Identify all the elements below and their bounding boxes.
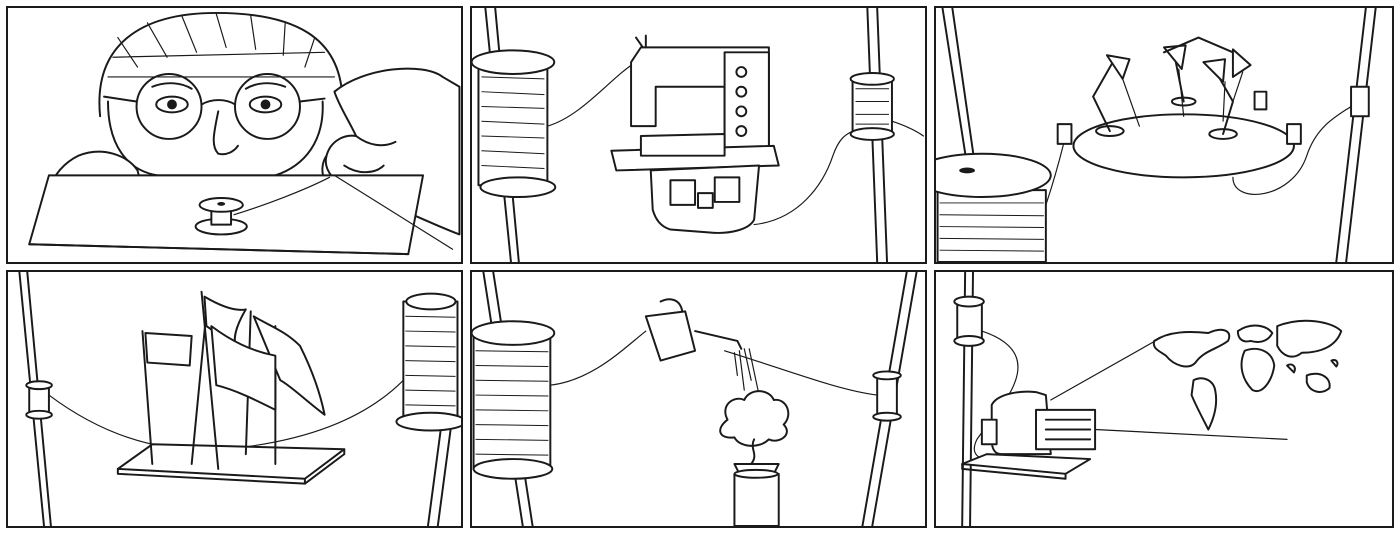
spool-pin <box>635 34 647 49</box>
watering-can <box>644 310 697 362</box>
projector-illustration <box>953 272 1343 526</box>
bag <box>649 164 761 234</box>
small-spool <box>956 300 983 342</box>
right-rod <box>1335 8 1377 262</box>
left-rod <box>941 8 976 167</box>
panel-desk-lamps <box>934 6 1394 264</box>
flag-pole-1 <box>141 330 154 465</box>
world-map <box>1152 319 1343 431</box>
lamp-1 <box>1092 54 1131 137</box>
panel-projector <box>934 270 1394 528</box>
panel-bonsai <box>470 270 927 528</box>
bonsai-canopy <box>719 390 790 447</box>
flag-3 <box>252 315 326 416</box>
craftsman-illustration <box>28 11 461 256</box>
flags-illustration <box>18 272 461 526</box>
panel-flags <box>6 270 463 528</box>
bonsai-illustration <box>472 272 918 526</box>
pedestal <box>733 472 780 526</box>
face-outline <box>107 100 324 177</box>
flag-pole-3 <box>190 310 208 465</box>
projector-platform <box>961 453 1092 475</box>
hairnet <box>98 11 344 118</box>
right-rod <box>426 428 452 526</box>
small-spool-right <box>1286 123 1302 145</box>
desk-lamps-illustration <box>936 8 1377 262</box>
projection-beam-bottom <box>1094 428 1288 440</box>
flag-pole-2 <box>200 290 220 470</box>
lamp-3 <box>1163 44 1197 107</box>
thread <box>233 176 331 216</box>
glasses-right-lens <box>234 72 301 140</box>
projection-beam-top <box>1050 335 1165 401</box>
panel-sewing-machine <box>470 6 927 264</box>
panel-craftsman <box>6 6 463 264</box>
small-spool-left <box>1056 123 1073 145</box>
lamp-2 <box>1202 58 1238 140</box>
glasses-left-lens <box>135 72 203 140</box>
large-spool <box>472 335 552 470</box>
sewing-machine-illustration <box>472 8 925 262</box>
lamp-4 <box>1163 36 1252 78</box>
flag-4 <box>210 325 277 411</box>
flag-1 <box>144 332 193 367</box>
small-spool-right <box>876 374 898 418</box>
small-spool-right <box>851 77 893 135</box>
